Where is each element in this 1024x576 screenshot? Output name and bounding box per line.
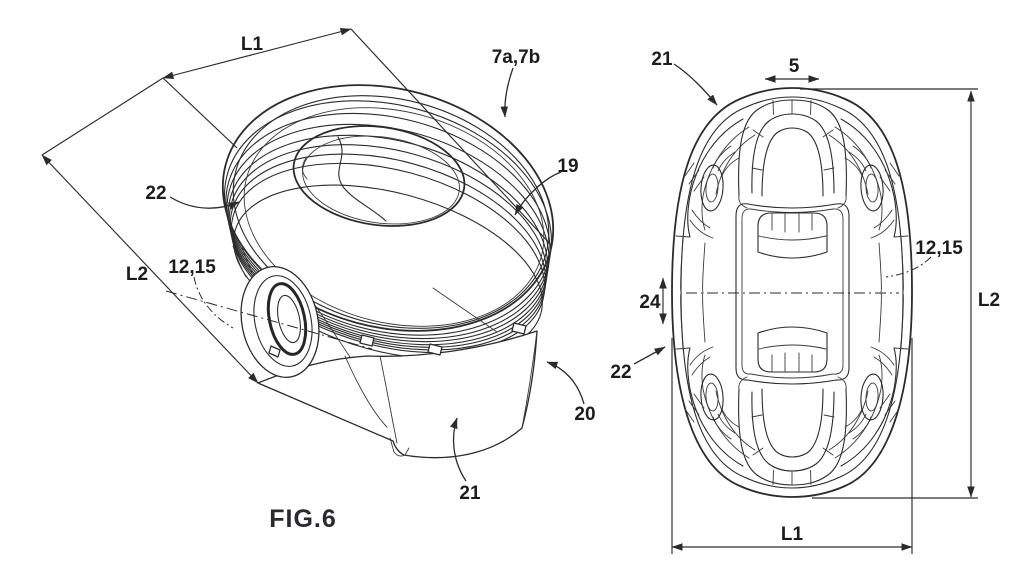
label-rings-22-plan: 22 <box>610 362 631 383</box>
pin-axis-centerline <box>165 290 373 350</box>
label-l2-plan: L2 <box>978 290 1000 311</box>
leader-lines-plan <box>633 63 932 365</box>
leader-lines-perspective <box>169 67 585 482</box>
label-l1-plan: L1 <box>781 524 804 545</box>
plan-view: 21 5 24 22 12,15 L2 L1 <box>610 49 1000 554</box>
label-pin-bore-1215-perspective: 12,15 <box>168 257 216 278</box>
corner-pocket <box>675 118 756 293</box>
label-skirt-21-plan: 21 <box>651 49 673 70</box>
label-l2-perspective: L2 <box>126 264 148 285</box>
label-side-wall-20: 20 <box>574 404 595 425</box>
perspective-view: L1 7a,7b 19 22 12,15 L2 20 21 FIG.6 <box>41 27 596 533</box>
dimension-lines-plan <box>659 75 978 554</box>
combustion-bowl <box>292 125 466 227</box>
ring-tabs <box>359 322 527 356</box>
label-l1-perspective: L1 <box>241 34 264 55</box>
label-pin-bore-1215-plan: 12,15 <box>915 238 963 259</box>
label-skirt-21-perspective: 21 <box>459 483 481 504</box>
label-offset-5: 5 <box>789 56 800 77</box>
pin-bore <box>266 282 308 356</box>
fig-caption: FIG.6 <box>269 505 337 533</box>
label-crown-7a7b: 7a,7b <box>492 47 541 68</box>
pin-boss-dome <box>738 99 847 259</box>
label-rings-22-perspective: 22 <box>145 183 166 204</box>
label-top-land-19: 19 <box>557 156 578 177</box>
piston-skirt <box>257 287 538 459</box>
oval-outline <box>671 87 913 498</box>
pin-bore-leader <box>193 276 234 329</box>
central-window <box>735 203 850 385</box>
label-clearance-24: 24 <box>639 292 661 313</box>
